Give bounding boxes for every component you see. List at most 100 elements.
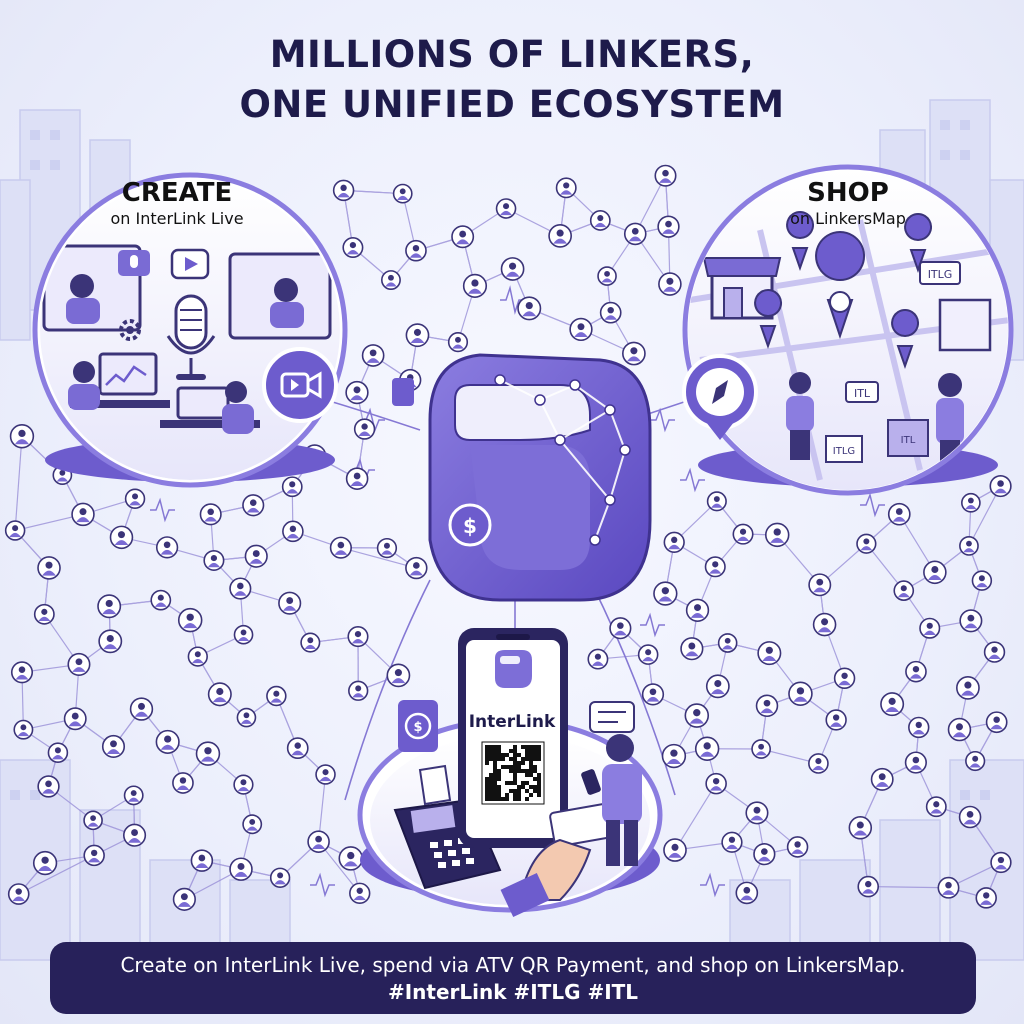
user-avatar-icon — [462, 273, 488, 298]
compass-icon — [682, 354, 758, 440]
city-windows — [10, 120, 990, 800]
qr-module — [513, 761, 517, 765]
qr-module — [521, 785, 525, 789]
user-avatar-icon — [451, 225, 475, 249]
qr-module — [497, 769, 501, 773]
phone-with-qr — [458, 628, 568, 848]
user-avatar-icon — [278, 591, 302, 615]
network-edge — [340, 547, 417, 569]
qr-module — [493, 749, 497, 753]
user-avatar-icon — [332, 179, 355, 202]
qr-module — [513, 745, 517, 749]
qr-module — [537, 781, 541, 785]
qr-module — [489, 745, 493, 749]
user-avatar-icon — [203, 549, 225, 572]
user-avatar-icon — [33, 603, 55, 625]
map-tag-itl: ITL — [854, 387, 871, 400]
qr-module — [493, 745, 497, 749]
user-avatar-icon — [548, 223, 572, 248]
user-avatar-icon — [971, 570, 993, 591]
user-avatar-icon — [597, 266, 617, 286]
user-avatar-icon — [908, 716, 930, 739]
qr-module — [525, 753, 529, 757]
qr-module — [485, 785, 489, 789]
qr-module — [529, 765, 533, 769]
qr-module — [537, 757, 541, 761]
user-avatar-icon — [345, 380, 369, 405]
map-tag-itlg: ITLG — [928, 268, 953, 281]
qr-module — [533, 749, 537, 753]
user-avatar-icon — [47, 742, 69, 763]
qr-module — [505, 793, 509, 797]
qr-module — [529, 757, 533, 761]
user-avatar-icon — [353, 418, 376, 440]
user-avatar-icon — [587, 648, 609, 670]
qr-module — [517, 785, 521, 789]
user-avatar-icon — [717, 633, 738, 653]
hand-holding-card — [500, 802, 615, 918]
user-avatar-icon — [122, 823, 147, 847]
user-avatar-icon — [623, 222, 647, 246]
user-avatar-icon — [947, 717, 972, 742]
user-avatar-icon — [229, 857, 253, 881]
user-avatar-icon — [195, 741, 221, 766]
user-avatar-icon — [555, 177, 577, 199]
qr-module — [529, 769, 533, 773]
user-avatar-icon — [269, 867, 291, 888]
qr-module — [513, 789, 517, 793]
user-avatar-icon — [658, 272, 682, 296]
qr-module — [513, 753, 517, 757]
user-avatar-icon — [833, 667, 856, 690]
user-avatar-icon — [32, 850, 58, 876]
qr-module — [513, 777, 517, 781]
qr-module — [537, 785, 541, 789]
user-avatar-icon — [150, 589, 172, 611]
qr-module — [493, 773, 497, 777]
create-panel-title: CREATE on InterLink Live — [62, 178, 292, 230]
user-avatar-icon — [386, 663, 411, 688]
qr-module — [513, 749, 517, 753]
user-avatar-icon — [281, 476, 303, 498]
video-camera-icon — [262, 347, 338, 423]
user-avatar-icon — [405, 323, 430, 348]
qr-module — [517, 793, 521, 797]
user-avatar-icon — [236, 707, 257, 728]
user-avatar-icon — [380, 270, 401, 291]
user-avatar-icon — [661, 743, 687, 769]
qr-module — [493, 769, 497, 773]
user-avatar-icon — [349, 882, 371, 904]
user-avatar-icon — [825, 709, 847, 731]
user-avatar-icon — [887, 502, 911, 526]
qr-module — [497, 753, 501, 757]
user-avatar-icon — [663, 838, 687, 862]
dollar-coin-icon: $ — [448, 503, 492, 547]
qr-module — [493, 761, 497, 765]
user-avatar-icon — [83, 810, 103, 831]
qr-module — [501, 765, 505, 769]
qr-code-icon — [481, 741, 545, 805]
headline-line-2: ONE UNIFIED ECOSYSTEM — [239, 83, 785, 126]
qr-module — [509, 749, 513, 753]
bag-label-itlg: ITLG — [833, 446, 855, 457]
qr-module — [509, 765, 513, 769]
qr-module — [513, 781, 517, 785]
user-avatar-icon — [361, 344, 385, 367]
qr-module — [517, 765, 521, 769]
qr-module — [497, 773, 501, 777]
qr-module — [525, 797, 529, 801]
user-avatar-icon — [233, 774, 254, 795]
qr-module — [517, 797, 521, 801]
qr-module — [533, 789, 537, 793]
play-icon — [170, 248, 210, 280]
user-avatar-icon — [937, 876, 960, 899]
user-avatar-icon — [641, 683, 665, 706]
qr-module — [533, 777, 537, 781]
qr-module — [529, 793, 533, 797]
user-avatar-icon — [500, 257, 525, 281]
user-avatar-icon — [10, 661, 34, 684]
qr-module — [497, 745, 501, 749]
user-avatar-icon — [959, 609, 983, 633]
qr-module — [517, 789, 521, 793]
user-avatar-icon — [517, 296, 542, 321]
user-avatar-icon — [893, 580, 915, 601]
